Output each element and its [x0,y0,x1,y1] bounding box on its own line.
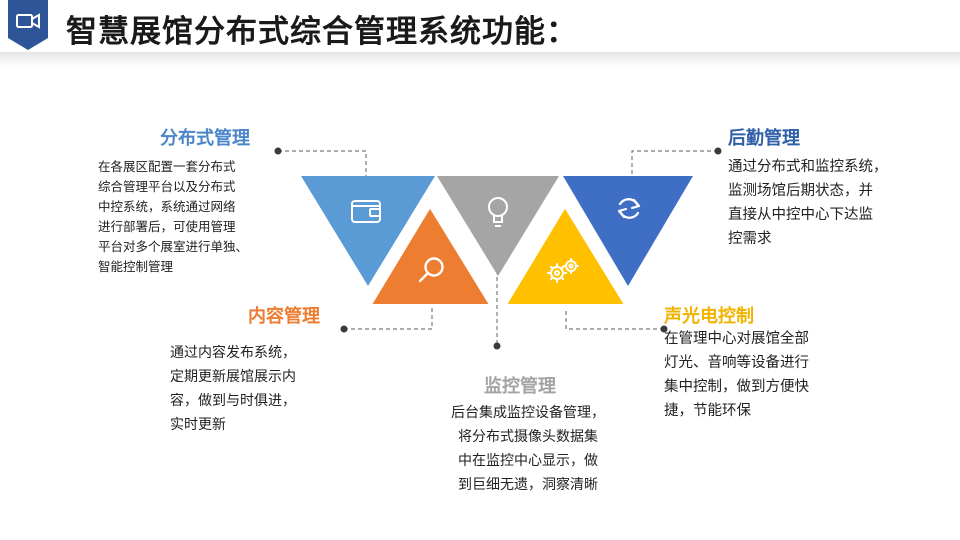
section-body-content: 通过内容发布系统， 定期更新展馆展示内 容，做到与时俱进， 实时更新 [170,345,296,433]
connector-dot-fenbu [274,147,282,155]
connector-fenbu [278,150,367,204]
connector-dot-jiankong [493,342,501,350]
lightbulb-icon [488,197,508,227]
section-body-logistics: 通过分布式和监控系统， 监测场馆后期状态，并 直接从中控中心下达监 控需求 [728,159,888,247]
connector-dot-neirong [340,325,348,333]
wallet-icon [351,200,381,223]
triangle-neirong [367,203,494,308]
section-title-av-control: 声光电控制 [664,306,754,327]
section-title-content: 内容管理 [248,306,320,327]
triangle-fenbu [301,176,435,286]
section-title-monitoring: 监控管理 [484,376,556,397]
connector-dot-sheng [660,325,668,333]
section-title-logistics: 后勤管理 [728,128,800,149]
video-camera-icon [16,13,40,29]
gears-icon [547,258,579,283]
triangle-sheng [502,203,629,308]
connector-dot-houqin [714,147,722,155]
page-title: 智慧展馆分布式综合管理系统功能： [66,14,578,50]
section-body-av-control: 在管理中心对展馆全部 灯光、音响等设备进行 集中控制，做到方便快 捷，节能环保 [664,331,809,419]
header-shadow [0,52,960,66]
triangle-houqin [563,176,693,286]
section-title-distributed: 分布式管理 [160,128,250,149]
section-body-distributed: 在各展区配置一套分布式 综合管理平台以及分布式 中控系统，系统通过网络 进行部署… [98,159,249,274]
section-body-monitoring: 后台集成监控设备管理， 将分布式摄像头数据集 中在监控中心显示，做 到巨细无遗，… [451,405,605,493]
refresh-icon [617,198,641,219]
magnifier-icon [418,257,444,283]
title-badge [8,0,48,50]
